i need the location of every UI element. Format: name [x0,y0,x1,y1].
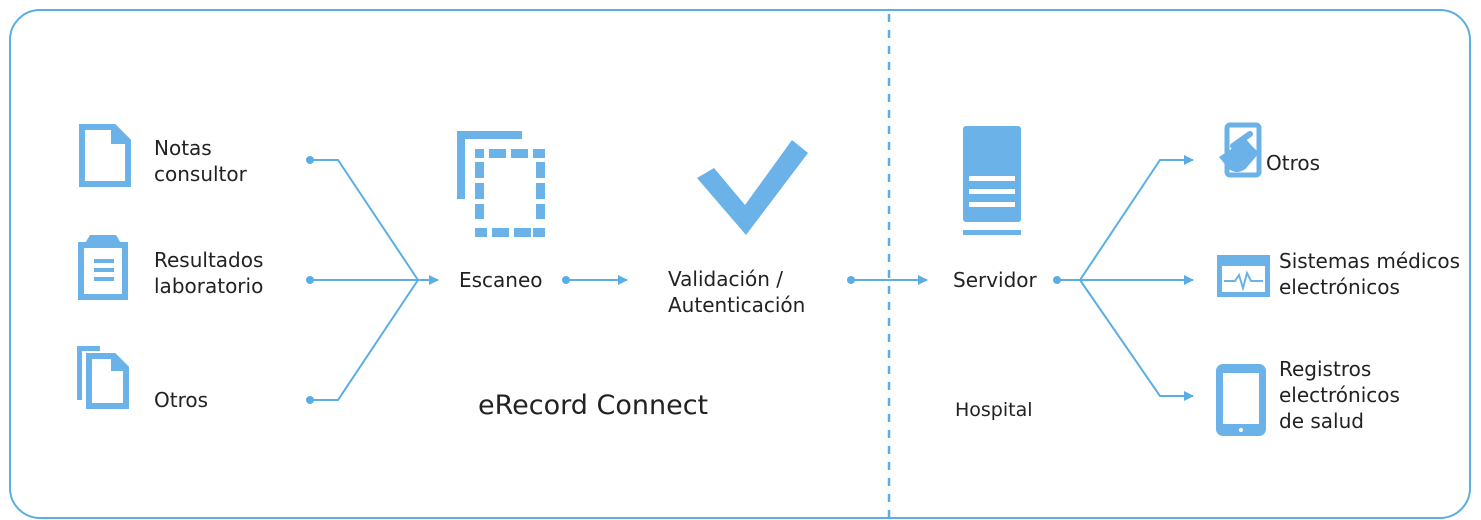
input-resultados-label: Resultados laboratorio [154,247,263,299]
output-registros-line2: electrónicos [1279,383,1400,407]
validacion-label: Validación / Autenticación [668,266,805,318]
servidor-label: Servidor [953,268,1037,292]
output-sistemas-label: Sistemas médicos electrónicos [1279,248,1460,300]
touch-tablet-icon [1219,122,1262,178]
output-registros-label: Registros electrónicos de salud [1279,356,1400,434]
diagram-frame [9,9,1471,519]
output-registros-line3: de salud [1279,409,1364,433]
validacion-line2: Autenticación [668,293,806,317]
output-connectors [1053,155,1194,401]
checkmark-icon [697,140,808,235]
clipboard-icon [78,235,128,300]
input-resultados-line2: laboratorio [154,274,264,298]
document-icon [79,124,131,187]
output-sistemas-line2: electrónicos [1279,275,1400,299]
product-name: eRecord Connect [478,390,709,421]
input-resultados-line1: Resultados [154,248,264,272]
validacion-line1: Validación / [668,267,784,291]
input-notas-label: Notas consultor [154,135,247,187]
input-notas-line1: Notas [154,136,212,160]
input-connectors [306,156,439,404]
validation-to-server-arrow [847,275,928,285]
output-otros-label: Otros [1266,151,1321,175]
scan-icon [457,131,545,237]
input-otros-label: Otros [154,388,209,412]
hospital-zone-label: Hospital [955,399,1033,421]
output-sistemas-line1: Sistemas médicos [1279,249,1461,273]
output-registros-line1: Registros [1279,357,1372,381]
server-icon [963,126,1021,235]
tablet-icon [1216,364,1266,436]
monitor-ecg-icon [1217,255,1270,297]
scan-to-validation-arrow [562,275,628,285]
escaneo-label: Escaneo [459,268,543,292]
input-notas-line2: consultor [154,162,247,186]
documents-stack-icon [77,346,129,409]
